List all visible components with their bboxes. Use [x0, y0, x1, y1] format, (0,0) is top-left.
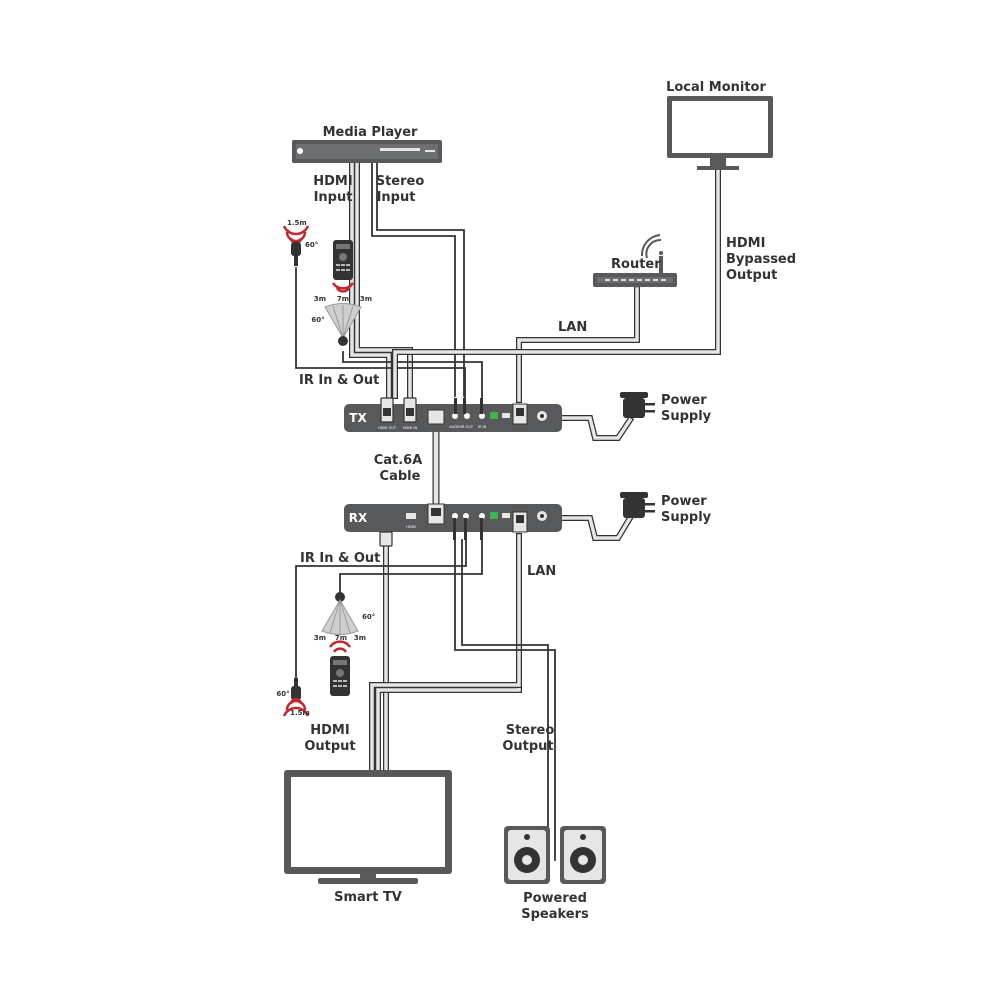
cable-stereo-input — [371, 162, 456, 397]
media-player-icon — [292, 140, 442, 163]
ir-top-angle-2: 60° — [311, 316, 324, 324]
ir-sensor-icon — [321, 592, 359, 635]
svg-text:IR IN: IR IN — [478, 425, 487, 429]
monitor-icon — [667, 96, 773, 170]
remote-control-icon — [328, 640, 352, 696]
remote-control-icon — [331, 240, 355, 293]
svg-text:HDMI IN: HDMI IN — [403, 426, 418, 430]
ir-top-angle-1: 60° — [305, 241, 318, 249]
stereo-output-label-2: Output — [502, 739, 553, 754]
receiver-icon: HDMI — [344, 503, 562, 547]
tv-icon — [284, 770, 452, 884]
router-icon — [593, 234, 677, 287]
lan-bottom-label: LAN — [527, 564, 556, 579]
stereo-input-label-1: Stereo — [376, 174, 425, 189]
svg-text:IR OUT: IR OUT — [461, 425, 474, 429]
power-supply-bottom-1: Power — [661, 494, 707, 509]
svg-text:AUDIO: AUDIO — [449, 425, 461, 429]
ir-blaster-icon — [282, 225, 310, 266]
cat6a-label-1: Cat.6A — [374, 453, 423, 468]
powered-speakers-label-1: Powered — [523, 891, 587, 906]
ir-top-dist-right: 3m — [360, 295, 372, 303]
ir-blaster-icon — [282, 678, 310, 717]
ir-bottom-dist-mid: 7m — [335, 634, 347, 642]
ir-in-out-top-label: IR In & Out — [299, 373, 379, 388]
svg-text:HDMI: HDMI — [406, 525, 415, 529]
hdmi-bypassed-label-3: Output — [726, 268, 777, 283]
ir-bottom-angle-2: 60° — [276, 690, 289, 698]
ir-top-dist-left: 3m — [314, 295, 326, 303]
cable-stereo-output — [454, 539, 556, 861]
hdmi-output-label-2: Output — [304, 739, 355, 754]
lan-top-label: LAN — [558, 320, 587, 335]
speaker-icon — [504, 826, 550, 884]
cable-ir-top — [295, 267, 466, 399]
ir-sensor-icon — [324, 303, 362, 346]
power-adapter-icon — [620, 392, 655, 418]
ir-top-range-1: 1.5m — [287, 219, 307, 227]
hdmi-bypassed-label-1: HDMI — [726, 236, 765, 251]
ir-top-dist-mid: 7m — [337, 295, 349, 303]
ir-bottom-dist-left: 3m — [314, 634, 326, 642]
rx-label: RX — [349, 511, 368, 525]
router-label: Router — [611, 257, 661, 272]
media-player-label: Media Player — [323, 125, 418, 140]
hdmi-output-label-1: HDMI — [310, 723, 349, 738]
smart-tv-label: Smart TV — [334, 890, 402, 905]
speaker-icon — [560, 826, 606, 884]
ir-bottom-dist-right: 3m — [354, 634, 366, 642]
hdmi-bypassed-label-2: Bypassed — [726, 252, 796, 267]
cable-lan-top — [516, 286, 640, 403]
stereo-input-label-2: Input — [377, 190, 416, 205]
transmitter-icon: HDMI OUT HDMI IN AUDIO IR OUT IR IN — [344, 397, 562, 432]
power-supply-top-1: Power — [661, 393, 707, 408]
ir-in-out-bottom-label: IR In & Out — [300, 551, 380, 566]
power-adapter-icon — [620, 492, 655, 518]
cables — [295, 160, 721, 861]
local-monitor-label: Local Monitor — [666, 80, 766, 95]
hdmi-input-label-1: HDMI — [313, 174, 352, 189]
ir-bottom-range-2: 1.5m — [290, 709, 310, 717]
svg-text:HDMI OUT: HDMI OUT — [378, 426, 397, 430]
stereo-output-label-1: Stereo — [506, 723, 555, 738]
powered-speakers-label-2: Speakers — [521, 907, 589, 922]
tx-label: TX — [349, 411, 367, 425]
cable-lan-bottom — [375, 533, 522, 773]
cat6a-label-2: Cable — [380, 469, 421, 484]
hdmi-input-label-2: Input — [314, 190, 353, 205]
power-supply-bottom-2: Supply — [661, 510, 712, 525]
cable-ir-bottom — [295, 539, 467, 681]
ir-bottom-angle-1: 60° — [362, 613, 375, 621]
power-supply-top-2: Supply — [661, 409, 712, 424]
